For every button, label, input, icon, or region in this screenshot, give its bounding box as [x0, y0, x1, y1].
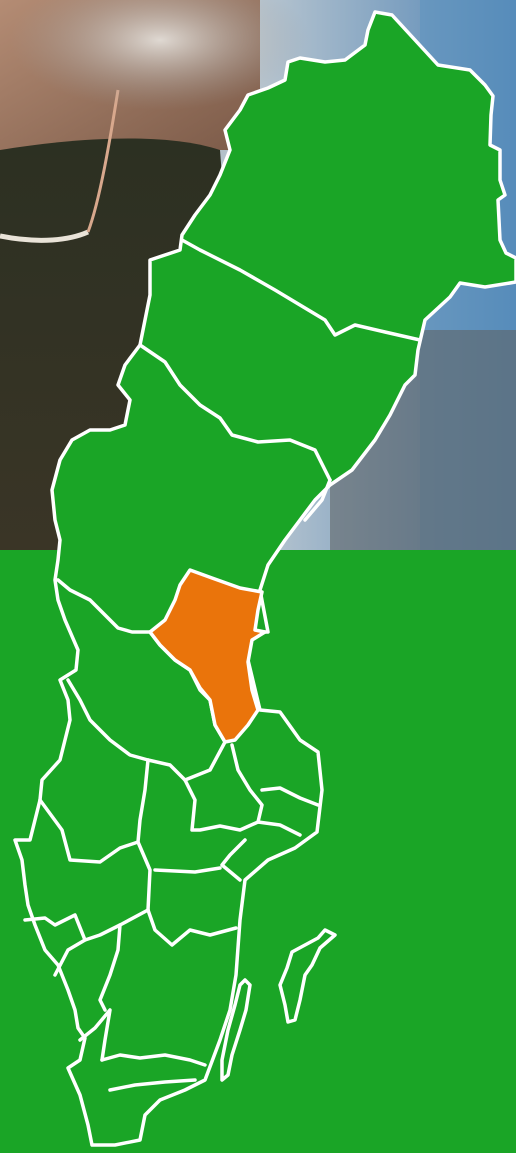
border-vastra-gotaland-south — [23, 908, 150, 942]
border-uppsala — [260, 786, 320, 807]
border-ostergotland — [153, 866, 222, 874]
border-vasterbotten-jamtland — [138, 343, 332, 482]
border-vastra-gotaland-east — [146, 908, 238, 947]
border-vastmanland — [230, 743, 264, 824]
border-jamtland-dalarna — [56, 578, 152, 634]
border-orebro-west — [136, 758, 152, 912]
gotland-island — [278, 928, 337, 1024]
border-orebro-east — [183, 778, 260, 832]
border-varmland — [66, 678, 187, 782]
border-jamtland-vasternorrland — [303, 478, 332, 522]
border-skane — [100, 1053, 207, 1067]
necklace-cord — [86, 89, 120, 233]
oland-island — [220, 978, 252, 1082]
border-stockholm — [256, 820, 302, 837]
border-jonkoping — [98, 923, 122, 1012]
border-varmland-south — [38, 798, 140, 864]
border-kronoberg — [78, 1008, 112, 1062]
necklace — [0, 229, 90, 243]
highlighted-county — [148, 568, 267, 744]
border-halland — [53, 938, 87, 977]
sweden-mainland — [13, 10, 516, 1147]
border-sodermanland — [220, 838, 247, 882]
hair-blur — [10, 0, 310, 110]
border-blekinge — [108, 1078, 197, 1092]
border-norrbotten-vasterbotten — [180, 238, 422, 342]
